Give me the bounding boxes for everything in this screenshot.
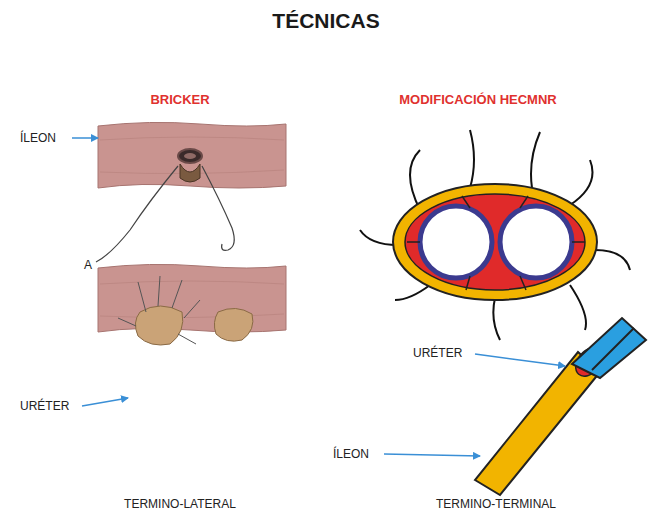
title: TÉCNICAS — [272, 8, 379, 33]
leader-arrows — [72, 138, 565, 456]
caption-label: TERMINO-LATERAL — [124, 497, 236, 511]
anastomosis-side-view — [475, 318, 646, 495]
part-name: URÉTER — [413, 346, 462, 360]
suture-letter: A — [84, 258, 92, 272]
technique-title: BRICKER — [150, 92, 209, 108]
ileum-top — [96, 122, 286, 262]
caption-label: TERMINO-TERMINAL — [436, 497, 556, 511]
part-name: ÍLEON — [20, 131, 56, 145]
part-name: URÉTER — [20, 399, 69, 413]
anastomosis-top-view — [360, 130, 630, 340]
part-name: ÍLEON — [333, 447, 369, 461]
ileum-bottom — [98, 264, 286, 345]
technique-title: MODIFICACIÓN HECMNR — [399, 92, 556, 108]
